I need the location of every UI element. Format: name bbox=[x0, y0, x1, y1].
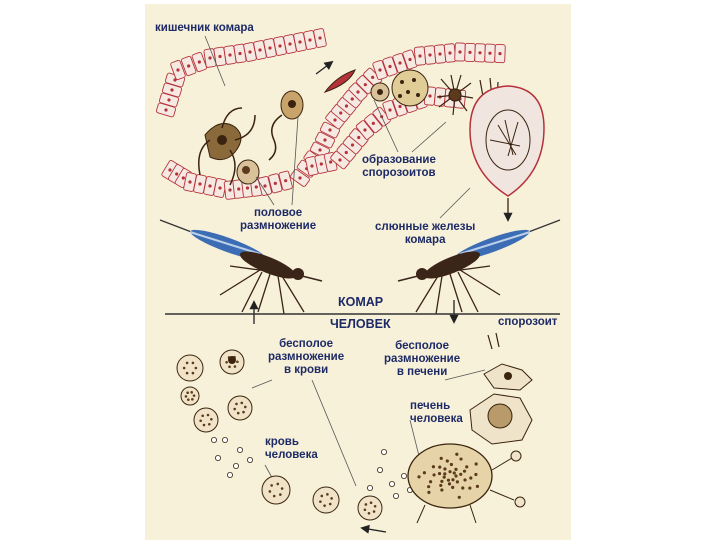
label-sexual-reproduction: половое размножение bbox=[240, 207, 316, 233]
label-sporozoite: спорозоит bbox=[498, 316, 557, 329]
blood-cell bbox=[228, 396, 252, 420]
label-asexual-liver: бесполое размножение в печени bbox=[384, 340, 460, 379]
blood-cell bbox=[358, 496, 382, 520]
blood-cell bbox=[313, 487, 339, 513]
label-asexual-blood: бесполое размножение в крови bbox=[268, 338, 344, 377]
blood-cell bbox=[177, 355, 203, 381]
label-mosquito-host: КОМАР bbox=[338, 296, 383, 309]
label-sporozoite-formation: образование спорозоитов bbox=[362, 154, 436, 180]
label-salivary-glands: слюнные железы комара bbox=[375, 221, 475, 247]
blood-cell bbox=[262, 476, 290, 504]
label-mosquito-gut: кишечник комара bbox=[155, 22, 254, 35]
label-human-host: ЧЕЛОВЕК bbox=[330, 318, 391, 331]
macrogamete-icon bbox=[237, 160, 259, 184]
blood-cell bbox=[181, 387, 199, 405]
label-human-liver: печень человека bbox=[410, 400, 463, 426]
blood-cell bbox=[194, 408, 218, 432]
label-human-blood: кровь человека bbox=[265, 436, 318, 462]
